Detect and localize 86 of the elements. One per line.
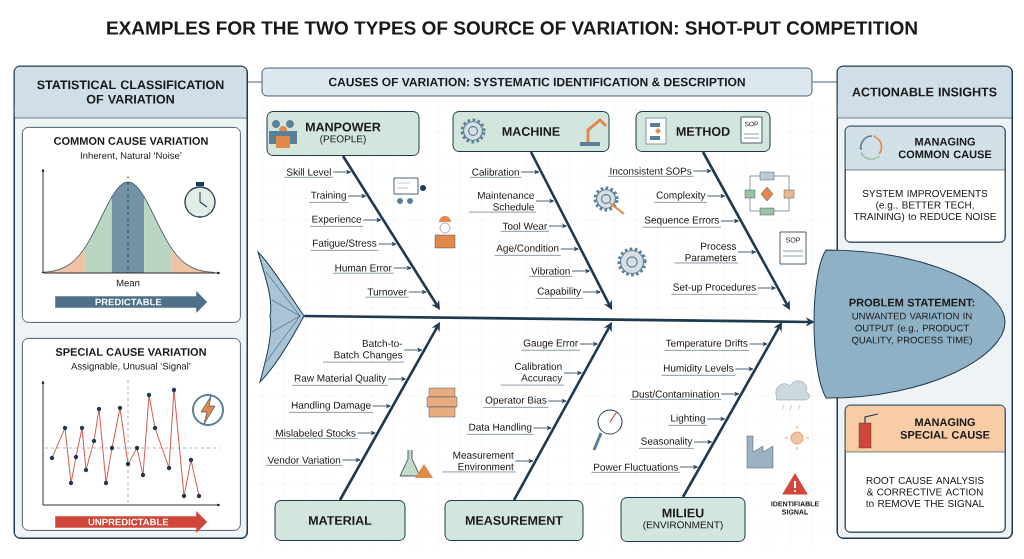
cause-label: Complexity: [654, 191, 708, 203]
arrow: [408, 290, 427, 294]
arrow: [515, 459, 534, 463]
cause-label: Human Error: [332, 264, 394, 274]
cause-label: Maintenance Schedule: [468, 191, 537, 213]
arrow: [563, 371, 582, 375]
cause-label: Skill Level: [284, 168, 334, 178]
card: MANAGING COMMON CAUSE SYSTEM IMPROVEMENTS (e.g., BETTER TECH, TRAINING) to REDUCE NOISE: [844, 125, 1006, 243]
arrow: [571, 269, 590, 273]
arrow: [706, 417, 725, 421]
arrow: [582, 290, 601, 294]
arrow-banner: UNPREDICTABLE: [55, 511, 208, 533]
arrow: [548, 399, 567, 403]
category-box: MILIEU (ENVIRONMENT): [620, 497, 746, 542]
cause-label: Handling Damage: [289, 401, 374, 413]
arrow: [393, 266, 412, 270]
category-box: MATERIAL: [274, 500, 406, 541]
category-box: MEASUREMENT: [444, 500, 584, 541]
cause-label: Sequence Errors: [642, 216, 722, 228]
cause-label: Inconsistent SOPs: [607, 167, 694, 177]
bone-arrow: [529, 151, 612, 310]
category-box: MACHINE: [452, 111, 610, 152]
arrow: [548, 224, 567, 228]
cause-label: Operator Bias: [483, 396, 549, 408]
arrow: [579, 342, 598, 346]
arrow: [378, 242, 397, 246]
cause-label: Raw Material Quality: [292, 374, 389, 386]
cause-label: Mislabeled Stocks: [273, 429, 358, 439]
arrow: [693, 440, 712, 444]
cause-label: Gauge Error: [521, 339, 581, 351]
cause-label: Process Parameters: [674, 242, 739, 264]
category-box: MANPOWER (PEOPLE): [266, 111, 420, 156]
section-header: CAUSES OF VARIATION: SYSTEMATIC IDENTIFICATION & DESCRIPTION: [261, 67, 813, 97]
arrow: [533, 426, 552, 430]
cause-label: Seasonality: [638, 437, 695, 449]
arrow: [357, 431, 376, 435]
arrow-banner: PREDICTABLE: [55, 291, 208, 313]
cause-label: Calibration Accuracy: [500, 362, 565, 386]
arrow: [403, 348, 423, 352]
cause-label: Turnover: [365, 288, 409, 298]
arrow: [720, 392, 740, 396]
arrow: [347, 194, 367, 198]
bone-arrow: [338, 322, 440, 501]
fish-head: PROBLEM STATEMENT: UNWANTED VARIATION IN OUTPUT (e.g., PRODUCT QUALITY, PROCESS TIME): [813, 249, 1006, 399]
arrow: [679, 465, 698, 469]
arrow: [757, 286, 776, 290]
arrow: [535, 199, 554, 203]
cause-label: Vendor Variation: [265, 456, 343, 466]
cause-label: Vibration: [529, 267, 573, 277]
cause-label: Power Fluctuations: [591, 463, 681, 473]
arrow: [560, 247, 579, 251]
cause-label: Tool Wear: [500, 222, 550, 232]
bone-arrow: [701, 151, 790, 310]
card: MANAGING SPECIAL CAUSE ROOT CAUSE ANALYSIS & CORRECTIVE ACTION to REMOVE THE SIGNAL: [844, 404, 1006, 533]
arrow: [520, 170, 540, 174]
arrow: [342, 458, 361, 462]
arrow: [737, 250, 756, 254]
bone-arrow: [681, 322, 782, 498]
cause-label: Dust/Contamination: [629, 390, 722, 400]
bone-arrow: [341, 155, 440, 310]
arrow: [735, 367, 754, 371]
cause-label: Set-up Procedures: [670, 283, 759, 295]
arrow: [706, 194, 726, 198]
arrow: [693, 169, 712, 173]
arrow: [372, 404, 391, 408]
cause-label: Data Handling: [466, 423, 534, 435]
arrow: [362, 218, 382, 222]
cause-label: Calibration: [469, 168, 522, 178]
bone-arrow: [512, 322, 612, 501]
cause-label: Experience: [309, 215, 364, 227]
arrow: [720, 219, 739, 223]
cause-label: Measurement Environment: [441, 451, 516, 473]
cause-label: Lighting: [668, 414, 708, 426]
arrow: [749, 342, 768, 346]
arrow: [332, 170, 351, 174]
cause-label: Capability: [535, 287, 584, 299]
connector-line: [247, 81, 262, 83]
cause-label: Temperature Drifts: [663, 339, 750, 351]
cause-label: Training: [308, 191, 349, 203]
connector-line: [812, 81, 838, 83]
arrow: [387, 377, 406, 381]
title: EXAMPLES FOR THE TWO TYPES OF SOURCE OF VARIATION: SHOT-PUT COMPETITION: [107, 21, 917, 35]
cause-label: Age/Condition: [494, 244, 561, 256]
cause-label: Humidity Levels: [661, 364, 736, 376]
cause-label: Batch-to-Batch Changes: [322, 339, 405, 363]
cause-label: Fatigue/Stress: [310, 239, 379, 251]
